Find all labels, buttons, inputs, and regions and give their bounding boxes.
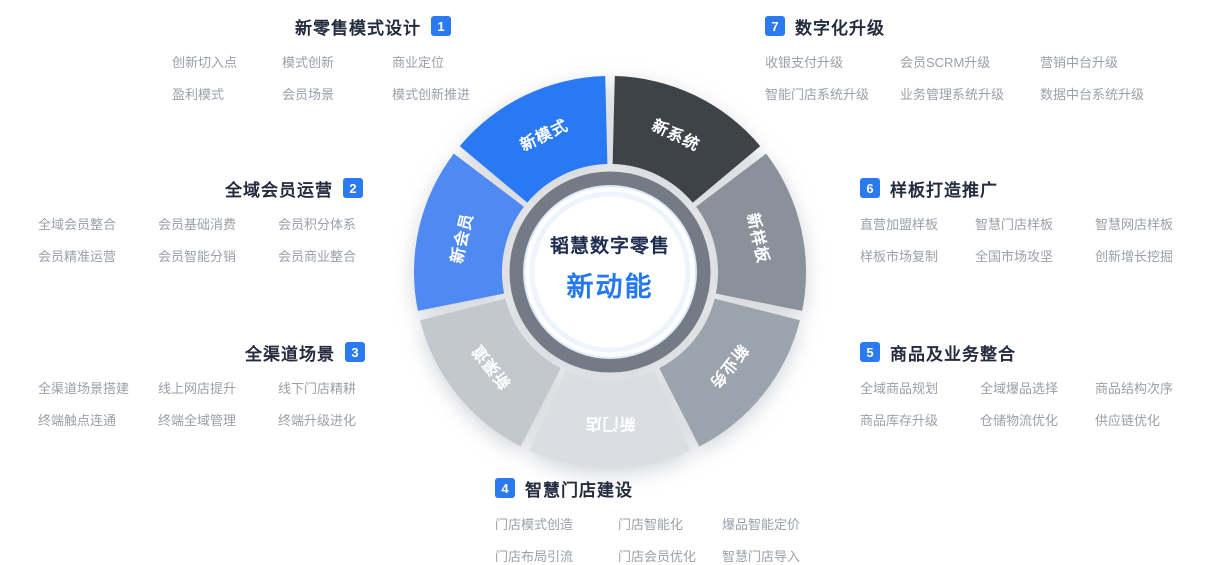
section-item: 终端升级进化 [278,413,357,428]
section-number-badge: 6 [860,178,880,198]
section-item: 商品库存升级 [860,413,939,428]
section-items: 收银支付升级 会员SCRM升级 营销中台升级智能门店系统升级 业务管理系统升级 数据中台… [765,52,1144,103]
section-number-badge: 4 [495,478,515,498]
hub-ring [509,171,711,373]
section-item: 直营加盟样板 [860,217,939,232]
hub-title: 韬慧数字零售 [550,234,670,257]
section-items: 全域商品规划 全域爆品选择 商品结构次序商品库存升级 仓储物流优化 供应链优化 [860,378,1173,429]
section-item: 样板市场复制 [860,249,939,264]
section-header: 7 数字化升级 [765,16,1144,38]
section-title: 全渠道场景 [245,344,335,364]
section-title: 数字化升级 [795,18,885,38]
section-number-badge: 7 [765,16,785,36]
wheel-segment-5 [420,298,561,447]
section-item: 营销中台升级 [1040,55,1119,70]
wheel-segment-1 [612,76,761,203]
section-item: 全渠道场景搭建 [38,381,130,396]
section-header: 5 商品及业务整合 [860,342,1173,364]
section-item: 会员积分体系 [278,217,357,232]
section-item: 创新增长挖掘 [1095,249,1174,264]
section-item: 商业定位 [392,55,445,70]
section-number-badge: 2 [343,178,363,198]
section-item: 全域爆品选择 [980,381,1059,396]
section-item: 智能门店系统升级 [765,87,870,102]
section-smart-store-construction: 4 智慧门店建设 门店模式创造 门店智能化 爆品智能定价门店布局引流 门店会员优化 智慧… [495,478,800,565]
section-item: 收银支付升级 [765,55,844,70]
section-item: 门店布局引流 [495,549,574,564]
section-number-badge: 1 [431,16,451,36]
section-item: 数据中台系统升级 [1040,87,1145,102]
section-items: 创新切入点 模式创新 商业定位盈利模式 会员场景 模式创新推进 [172,52,470,103]
wheel-segment-7 [459,76,608,203]
section-number-badge: 5 [860,342,880,362]
section-title: 商品及业务整合 [890,344,1016,364]
section-title: 新零售模式设计 [295,18,421,38]
section-items: 门店模式创造 门店智能化 爆品智能定价门店布局引流 门店会员优化 智慧门店导入 [495,514,800,565]
section-item: 线下门店精耕 [278,381,357,396]
section-item: 全国市场攻坚 [975,249,1054,264]
section-item: 仓储物流优化 [980,413,1059,428]
section-title: 样板打造推广 [890,180,998,200]
section-item: 模式创新 [282,55,335,70]
section-title: 智慧门店建设 [525,480,633,500]
section-number-badge: 3 [345,342,365,362]
section-item: 智慧门店样板 [975,217,1054,232]
section-items: 全域会员整合 会员基础消费 会员积分体系会员精准运营 会员智能分销 会员商业整合 [38,214,363,265]
section-item: 终端全域管理 [158,413,237,428]
wheel-segment-label: 新门店 [584,415,635,434]
section-omni-channel-scene: 全渠道场景 3 全渠道场景搭建 线上网店提升 线下门店精耕终端触点连通 终端全域管理 终… [38,342,365,429]
hub-circle [523,185,697,359]
section-title: 全域会员运营 [225,180,333,200]
wheel-segment-2 [696,153,806,311]
section-item: 模式创新推进 [392,87,471,102]
section-item: 供应链优化 [1095,413,1161,428]
wheel-segment-4 [529,370,691,468]
section-header: 4 智慧门店建设 [495,478,800,500]
section-item: 爆品智能定价 [722,517,801,532]
section-item: 会员精准运营 [38,249,117,264]
section-item: 商品结构次序 [1095,381,1174,396]
section-item: 会员SCRM升级 [900,55,991,70]
section-goods-business-integration: 5 商品及业务整合 全域商品规划 全域爆品选择 商品结构次序商品库存升级 仓储物流优化… [860,342,1173,429]
hub-subtitle: 新动能 [567,271,654,302]
section-digital-upgrade: 7 数字化升级 收银支付升级 会员SCRM升级 营销中台升级智能门店系统升级 业务管理… [765,16,1144,103]
section-item: 业务管理系统升级 [900,87,1005,102]
section-header: 全渠道场景 3 [245,342,365,364]
section-header: 6 样板打造推广 [860,178,1173,200]
wheel-segment-3 [659,298,800,447]
section-header: 全域会员运营 2 [225,178,363,200]
section-item: 终端触点连通 [38,413,117,428]
section-items: 直营加盟样板 智慧门店样板 智慧网店样板样板市场复制 全国市场攻坚 创新增长挖掘 [860,214,1173,265]
section-item: 全域商品规划 [860,381,939,396]
hub-inner-ring [529,191,691,353]
section-item: 会员场景 [282,87,335,102]
section-new-retail-model-design: 新零售模式设计 1 创新切入点 模式创新 商业定位盈利模式 会员场景 模式创新推进 [172,16,470,103]
section-item: 门店会员优化 [618,549,697,564]
section-item: 门店模式创造 [495,517,574,532]
section-header: 新零售模式设计 1 [295,16,470,38]
section-item: 创新切入点 [172,55,238,70]
section-omni-member-operation: 全域会员运营 2 全域会员整合 会员基础消费 会员积分体系会员精准运营 会员智能分销 会… [38,178,363,265]
section-item: 门店智能化 [618,517,684,532]
section-item: 会员基础消费 [158,217,237,232]
section-item: 全域会员整合 [38,217,117,232]
section-item: 智慧网店样板 [1095,217,1174,232]
section-item: 线上网店提升 [158,381,237,396]
section-model-promotion: 6 样板打造推广 直营加盟样板 智慧门店样板 智慧网店样板样板市场复制 全国市场攻坚 创… [860,178,1173,265]
section-item: 会员智能分销 [158,249,237,264]
section-item: 智慧门店导入 [722,549,801,564]
section-item: 会员商业整合 [278,249,357,264]
section-items: 全渠道场景搭建 线上网店提升 线下门店精耕终端触点连通 终端全域管理 终端升级进化 [38,378,365,429]
wheel-segment-6 [414,153,524,311]
section-item: 盈利模式 [172,87,225,102]
